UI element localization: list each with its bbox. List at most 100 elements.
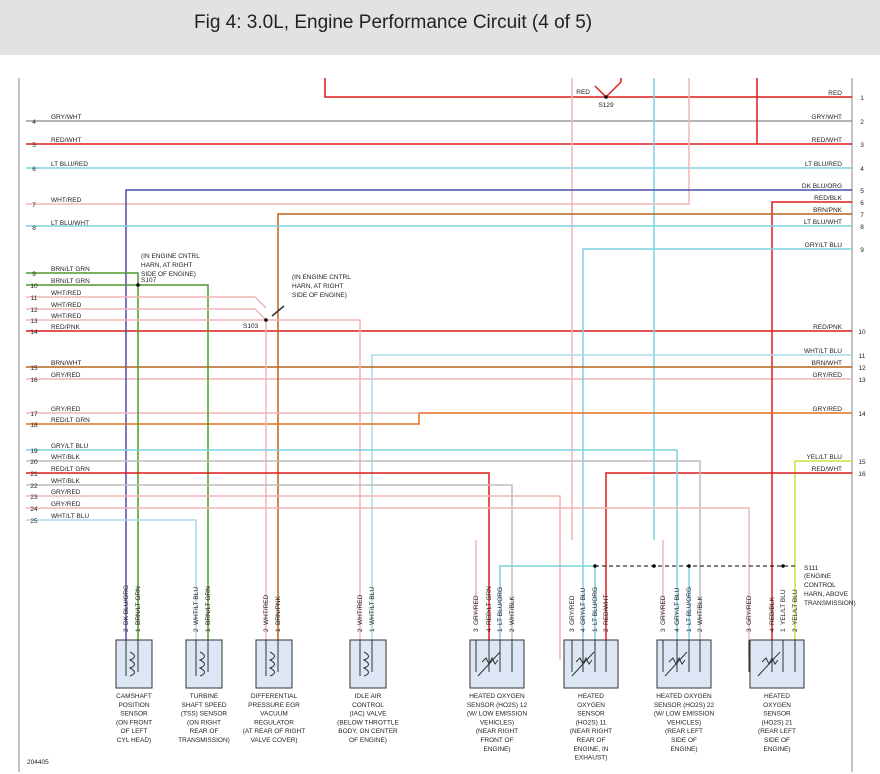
pin-number: 1 [135,628,142,632]
component-caption: HEATED OXYGEN [469,693,525,700]
right-wire-label: LT BLU/WHT [804,219,842,226]
left-wire-label: GRY/WHT [51,114,82,121]
component-caption: OXYGEN [763,702,791,709]
component-caption: FRONT OF [480,737,513,744]
diagram-frame [18,78,853,772]
right-wire-number: 8 [860,224,864,231]
splice-note: HARN, AT RIGHT [141,262,192,269]
right-wire-number: 11 [859,353,866,360]
right-wire-label: RED/PNK [813,324,843,331]
left-wire-number: 15 [30,365,38,372]
left-wire-label: RED/LT GRN [51,466,90,473]
pin-wire-label: GRY/RED [473,595,480,625]
right-wire-label: BRN/WHT [812,360,842,367]
component-caption: (REAR LEFT [758,728,796,735]
right-wire-label: YEL/LT BLU [806,454,842,461]
component-caption: SENSOR [120,711,148,718]
pin-wire-label: LT BLU/ORG [497,587,504,625]
left-wire-label: WHT/RED [51,313,82,320]
resistor-symbol [575,656,593,666]
component-caption: OF ENGINE) [349,737,387,744]
pin-number: 3 [569,628,576,632]
left-wire-label: WHT/BLK [51,478,81,485]
pin-number: 2 [792,628,799,632]
component-caption: VACUUM [260,711,288,718]
pin-number: 2 [603,628,610,632]
splice-dot [136,283,140,287]
resistor-symbol [668,656,686,666]
component-body [656,639,712,689]
red-bus-wire [594,78,622,99]
splice-dot [264,318,268,322]
right-wire-number: 6 [860,200,864,207]
pin-wire-label: DK BLU/ORG [123,585,130,625]
left-wire-number: 22 [30,483,38,490]
left-wire-number: 9 [32,271,36,278]
wire-wht-lt-blu [26,519,197,660]
right-wire-number: 4 [860,166,864,173]
pin-number: 1 [686,628,693,632]
pin-wire-label: LT BLU/ORG [592,587,599,625]
component-caption: HEATED [764,693,790,700]
right-wire-label: RED [828,90,842,97]
wire-gry-lt-blu [26,449,678,660]
left-wire-number: 12 [30,307,38,314]
pin-number: 1 [780,628,787,632]
left-wire-label: GRY/RED [51,501,81,508]
pin-wire-label: YEL/LT BLU [792,589,799,625]
splice-note: CONTROL [804,582,836,589]
component-caption: BODY, ON CENTER [338,728,398,735]
component-caption: VALVE COVER) [250,737,297,744]
pin-wire-label: GRY/RED [660,595,667,625]
wire-wht-lt-blu [371,354,852,660]
right-wire-label: GRY/RED [813,406,843,413]
splice-dot [781,564,785,568]
resistor-symbol [761,656,779,666]
left-wire-number: 5 [32,142,36,149]
left-wire-label: GRY/RED [51,372,81,379]
pin-wire-label: WHT/RED [263,594,270,625]
left-wire-number: 8 [32,225,36,232]
component-caption: SIDE OF [671,737,697,744]
splice-label: S103 [243,323,259,330]
wire-wht-blk [26,484,513,660]
right-wire-number: 3 [860,142,864,149]
pin-wire-label: RED/WHT [603,595,610,625]
left-wire-number: 21 [30,471,38,478]
splice-label: S107 [141,277,157,284]
pin-wire-label: GRY/RED [746,595,753,625]
pin-number: 3 [473,628,480,632]
right-wire-number: 2 [860,119,864,126]
component-caption: TURBINE [190,693,219,700]
component-caption: ENGINE) [483,746,510,753]
component-caption: (HO2S) 21 [761,719,792,726]
component-caption: VEHICLES) [480,719,514,726]
coil-symbol [125,651,135,677]
splice-wire-label: RED [576,89,590,96]
right-wire-number: 12 [858,365,866,372]
pin-wire-label: LT BLU/ORG [686,587,693,625]
component-caption: DIFFERENTIAL [251,693,298,700]
pin-number: 4 [486,628,493,632]
wire-7 [26,78,690,205]
pin-number: 2 [263,628,270,632]
splice-note: SIDE OF ENGINE) [141,271,196,278]
splice-note: HARN, AT RIGHT [292,283,343,290]
left-wire-number: 19 [30,448,38,455]
component-caption: POSITION [118,702,149,709]
pin-number: 2 [357,628,364,632]
right-wire-number: 15 [858,459,866,466]
right-wire-label: GRY/RED [813,372,843,379]
left-wire-label: WHT/RED [51,302,82,309]
right-wire-number: 16 [858,471,866,478]
right-wire-label: RED/WHT [812,466,842,473]
left-wire-label: WHT/BLK [51,454,81,461]
right-wire-label: RED/WHT [812,137,842,144]
component-caption: PRESSURE EGR [248,702,300,709]
coil-symbol [265,651,275,677]
pin-wire-label: RED/LT GRN [486,586,493,625]
splice-note: HARN, ABOVE [804,591,849,598]
left-wire-label: BRN/LT GRN [51,266,90,273]
